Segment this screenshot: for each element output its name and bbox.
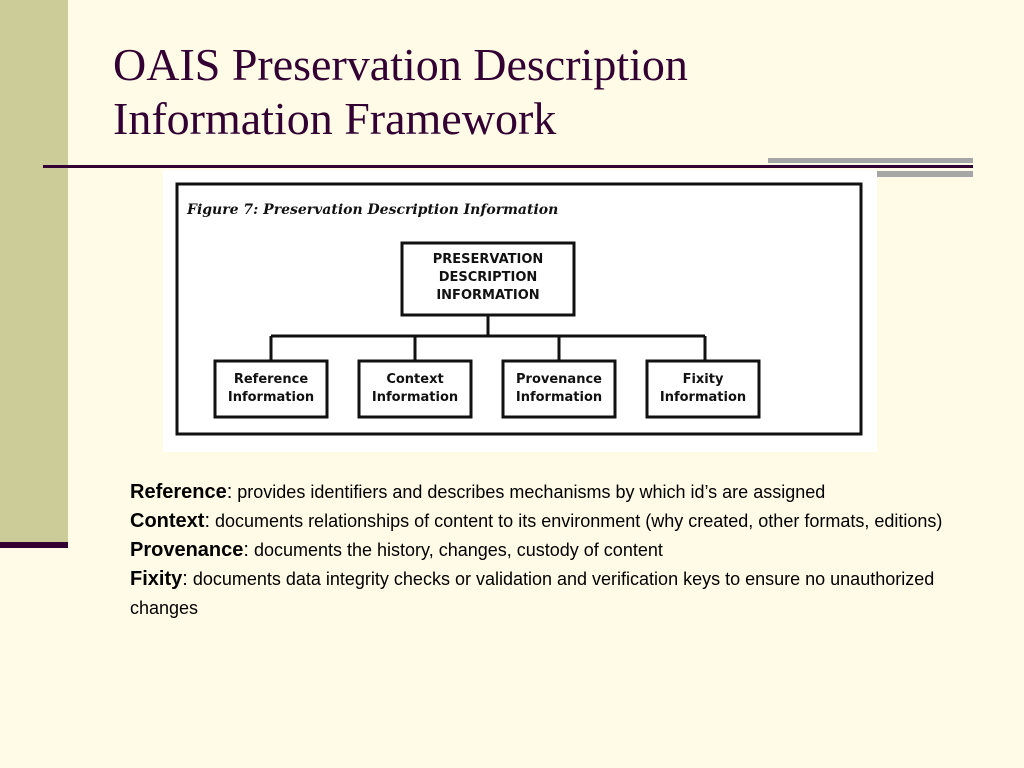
left-accent-bar [0, 542, 68, 548]
description-colon: : [243, 539, 249, 561]
child-node-reference-line-1: Reference [234, 372, 308, 387]
child-node-provenance-box [501, 359, 617, 419]
child-node-provenance-line-1: Provenance [516, 372, 602, 387]
description-list: Reference: provides identifiers and desc… [130, 478, 950, 623]
child-node-fixity-box [645, 359, 761, 419]
title-rule [43, 165, 973, 168]
description-term: Reference [130, 481, 227, 503]
root-node-line-1: PRESERVATION [433, 252, 544, 267]
description-text: provides identifiers and describes mecha… [232, 482, 826, 502]
child-node-context-line-1: Context [386, 372, 443, 387]
description-context: Context: documents relationships of cont… [130, 507, 950, 536]
root-node-line-3: INFORMATION [436, 288, 539, 303]
pdi-diagram: Figure 7: Preservation Description Infor… [175, 182, 863, 436]
description-text: documents the history, changes, custody … [248, 540, 663, 560]
left-decorative-band [0, 0, 68, 542]
description-text: documents data integrity checks or valid… [130, 569, 935, 618]
description-provenance: Provenance: documents the history, chang… [130, 536, 950, 565]
description-term: Fixity [130, 568, 183, 590]
description-fixity: Fixity: documents data integrity checks … [130, 565, 950, 623]
child-node-provenance: Provenance Information [501, 359, 617, 419]
description-colon: : [204, 510, 211, 532]
slide-title: OAIS Preservation Description Informatio… [113, 38, 993, 146]
description-text: documents relationships of content to it… [210, 511, 943, 531]
root-node-box [400, 241, 576, 317]
figure-caption: Figure 7: Preservation Description Infor… [186, 202, 558, 218]
child-node-reference: Reference Information [213, 359, 329, 419]
corner-bar-upper [768, 158, 973, 163]
root-node-line-2: DESCRIPTION [439, 270, 538, 285]
child-node-reference-line-2: Information [228, 390, 314, 405]
description-term: Context [130, 510, 205, 532]
description-colon: : [226, 481, 233, 503]
child-node-reference-box [213, 359, 329, 419]
description-colon: : [182, 568, 188, 590]
description-term: Provenance [130, 539, 244, 561]
slide-title-line-1: OAIS Preservation Description [113, 39, 688, 90]
child-node-fixity-line-2: Information [660, 390, 746, 405]
child-node-context: Context Information [357, 359, 473, 419]
figure-panel: Figure 7: Preservation Description Infor… [163, 170, 877, 452]
child-node-provenance-line-2: Information [516, 390, 602, 405]
slide-title-line-2: Information Framework [113, 93, 557, 144]
child-node-context-box [357, 359, 473, 419]
child-node-context-line-2: Information [372, 390, 458, 405]
child-node-fixity-line-1: Fixity [683, 372, 724, 387]
description-reference: Reference: provides identifiers and desc… [130, 478, 950, 507]
root-node: PRESERVATION DESCRIPTION INFORMATION [400, 241, 576, 317]
child-node-fixity: Fixity Information [645, 359, 761, 419]
